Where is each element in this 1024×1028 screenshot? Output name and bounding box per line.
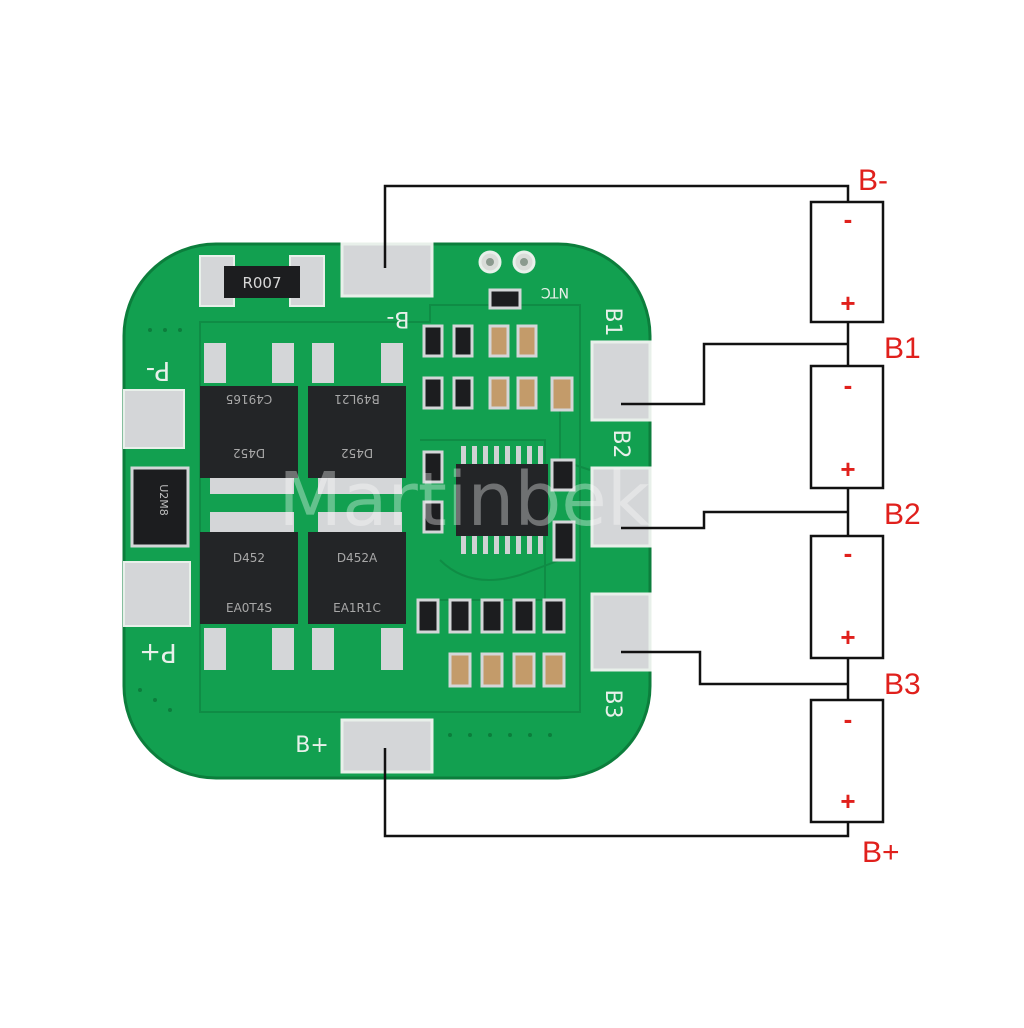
cell-3-pos: + — [840, 622, 855, 652]
mosfet-2-code: B49L21 — [334, 392, 379, 406]
cell-4-pos: + — [840, 786, 855, 816]
cell-1-pos: + — [840, 288, 855, 318]
shunt-label: R007 — [242, 274, 281, 292]
pcb-board: R007 B- NTC P- P+ U2M8 — [122, 242, 722, 780]
wire-b-plus — [383, 748, 850, 838]
mosfet-group: C49165 D452 B49L21 D452 D452 EA0T4S D452… — [200, 343, 406, 670]
b1-pad — [590, 340, 652, 422]
p-plus-pad — [123, 561, 191, 627]
p-minus-pad — [123, 389, 185, 449]
silk-b2: B2 — [608, 429, 633, 458]
cell-2-neg: - — [844, 370, 853, 400]
mosfet-2 — [308, 386, 406, 478]
wire-b3 — [621, 650, 848, 686]
b-plus-pad — [340, 718, 434, 774]
terminal-labels: B- B1 B2 B3 B+ — [858, 164, 921, 869]
label-b-minus: B- — [858, 164, 888, 197]
ntc-resistor — [488, 288, 522, 310]
diode-label: U2M8 — [157, 484, 170, 516]
mosfet-3-code: EA0T4S — [226, 601, 272, 615]
silk-b3: B3 — [600, 689, 625, 718]
mosfet-1-part: D452 — [233, 446, 265, 460]
wire-b-minus — [383, 184, 850, 268]
pcb-vias — [138, 328, 552, 737]
silk-p-minus: P- — [146, 355, 171, 385]
mosfet-1 — [200, 386, 298, 478]
smd-components — [416, 324, 576, 688]
diode — [130, 466, 190, 548]
mosfet-2-part: D452 — [341, 446, 373, 460]
cell-1: - + — [809, 200, 885, 324]
wiring — [383, 184, 850, 838]
label-b1: B1 — [884, 332, 921, 365]
mosfet-4 — [308, 532, 406, 624]
pcb-trace-outline — [199, 304, 581, 713]
cell-2-pos: + — [840, 454, 855, 484]
label-b2: B2 — [884, 498, 921, 531]
b-minus-pad — [340, 242, 434, 298]
wire-b1 — [621, 342, 848, 406]
mosfet-1-code: C49165 — [226, 392, 273, 406]
silk-b-minus: B- — [386, 306, 409, 331]
cell-4-neg: - — [844, 704, 853, 734]
mosfet-4-code: EA1R1C — [333, 601, 381, 615]
cell-3-neg: - — [844, 538, 853, 568]
b3-pad — [590, 592, 652, 672]
shunt-resistor — [224, 266, 300, 298]
wire-b2 — [621, 510, 848, 530]
protection-ic — [456, 446, 548, 554]
silk-b1: B1 — [600, 307, 625, 336]
watermark: Martinbekm — [278, 457, 722, 543]
mosfet-3 — [200, 532, 298, 624]
mosfet-3-part: D452 — [233, 551, 265, 565]
label-b-plus: B+ — [862, 836, 900, 869]
mosfet-4-part: D452A — [337, 551, 378, 565]
label-b3: B3 — [884, 668, 921, 701]
silk-b-plus: B+ — [295, 733, 329, 758]
cell-3: - + — [809, 534, 885, 660]
silk-p-plus: P+ — [139, 637, 176, 667]
cell-2: - + — [809, 364, 885, 490]
silk-ntc: NTC — [541, 284, 569, 300]
cell-4: - + — [809, 698, 885, 824]
b2-pad — [590, 466, 652, 548]
battery-cells: - + - + - + - + — [809, 200, 885, 824]
pcb-trace — [439, 559, 561, 581]
cell-1-neg: - — [844, 204, 853, 234]
